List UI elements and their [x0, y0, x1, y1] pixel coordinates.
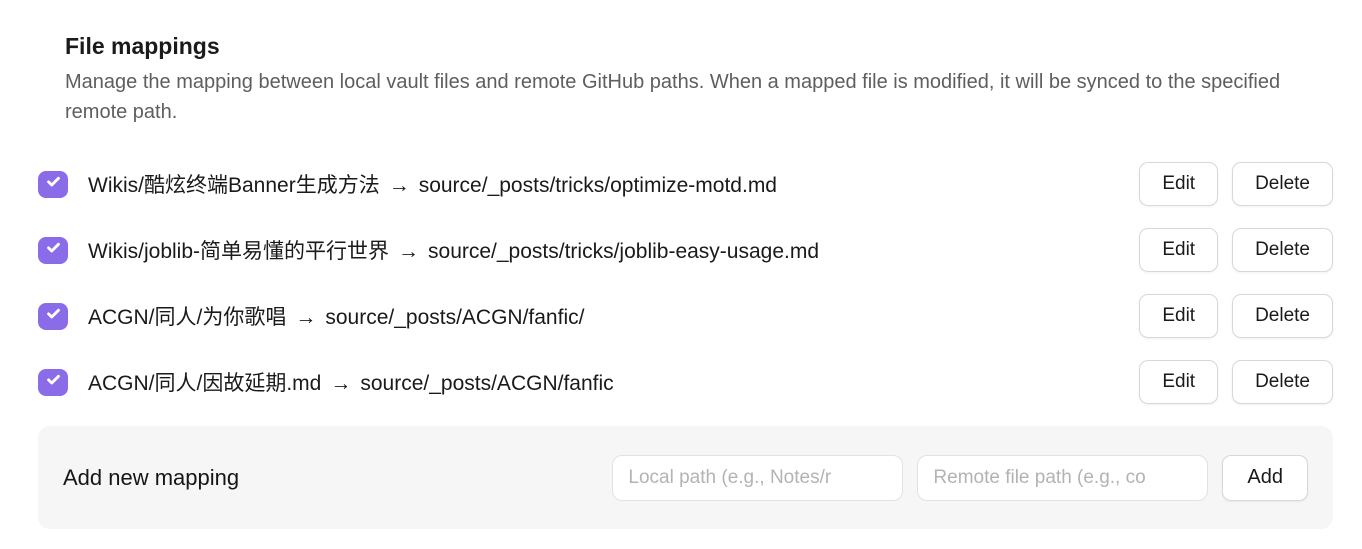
check-icon — [45, 173, 62, 195]
add-mapping-label: Add new mapping — [63, 464, 240, 490]
arrow-icon: → — [388, 174, 410, 197]
mapping-row: ACGN/同人/为你歌唱→source/_posts/ACGN/fanfic/ … — [38, 294, 1333, 338]
row-buttons: Edit Delete — [1139, 162, 1333, 206]
page-title: File mappings — [65, 33, 220, 59]
delete-button[interactable]: Delete — [1232, 228, 1333, 272]
remote-path: source/_posts/ACGN/fanfic — [360, 372, 614, 395]
row-buttons: Edit Delete — [1139, 294, 1333, 338]
local-path: ACGN/同人/因故延期.md — [88, 372, 322, 395]
add-mapping-section: Add new mapping Add — [38, 426, 1333, 529]
mapping-text: ACGN/同人/为你歌唱 → source/_posts/ACGN/fanfic/ — [88, 301, 1123, 331]
local-path-input[interactable] — [612, 454, 904, 501]
edit-button[interactable]: Edit — [1139, 294, 1219, 338]
remote-path: source/_posts/tricks/optimize-motd.md — [418, 174, 777, 197]
mapping-checkbox[interactable] — [38, 302, 68, 330]
add-mapping-controls: Add — [612, 454, 1308, 501]
check-icon — [45, 371, 62, 393]
mapping-checkbox[interactable] — [38, 236, 68, 264]
check-icon — [45, 239, 62, 261]
mapping-row: Wikis/酷炫终端Banner生成方法 → source/_posts/trick… — [38, 162, 1333, 206]
mapping-row: Wikis/joblib-简单易懂的平行世界 → source/_posts/tri… — [38, 228, 1333, 272]
section-description: Manage the mapping between local vault f… — [65, 71, 1281, 123]
file-mappings-settings: File mappings Manage the mapping between… — [38, 33, 1333, 529]
arrow-icon: → — [330, 372, 352, 395]
local-path: Wikis/酷炫终端Banner生成方法 — [88, 174, 380, 197]
mapping-list: Wikis/酷炫终端Banner生成方法 → source/_posts/trick… — [38, 162, 1333, 404]
mapping-checkbox[interactable] — [38, 368, 68, 396]
edit-button[interactable]: Edit — [1139, 162, 1219, 206]
delete-button[interactable]: Delete — [1232, 360, 1333, 404]
remote-path: source/_posts/ACGN/fanfic/ — [325, 306, 585, 329]
mapping-text: Wikis/酷炫终端Banner生成方法 → source/_posts/trick… — [88, 169, 1123, 199]
add-button[interactable]: Add — [1222, 454, 1308, 501]
mapping-text: ACGN/同人/因故延期.md → source/_posts/ACGN/fanfi… — [88, 367, 1123, 397]
row-buttons: Edit Delete — [1139, 228, 1333, 272]
remote-path: source/_posts/tricks/joblib-easy-usage.m… — [428, 240, 820, 263]
delete-button[interactable]: Delete — [1232, 162, 1333, 206]
arrow-icon: → — [398, 240, 420, 263]
mapping-checkbox[interactable] — [38, 170, 68, 198]
mapping-row: ACGN/同人/因故延期.md → source/_posts/ACGN/fanfi… — [38, 360, 1333, 404]
mapping-text: Wikis/joblib-简单易懂的平行世界 → source/_posts/tri… — [88, 235, 1123, 265]
remote-path-input[interactable] — [917, 454, 1209, 501]
section-header: File mappings Manage the mapping between… — [65, 33, 1333, 127]
delete-button[interactable]: Delete — [1232, 294, 1333, 338]
local-path: Wikis/joblib-简单易懂的平行世界 — [88, 240, 390, 263]
check-icon — [45, 305, 62, 327]
local-path: ACGN/同人/为你歌唱 — [88, 306, 287, 329]
arrow-icon: → — [295, 306, 317, 329]
edit-button[interactable]: Edit — [1139, 228, 1219, 272]
row-buttons: Edit Delete — [1139, 360, 1333, 404]
edit-button[interactable]: Edit — [1139, 360, 1219, 404]
